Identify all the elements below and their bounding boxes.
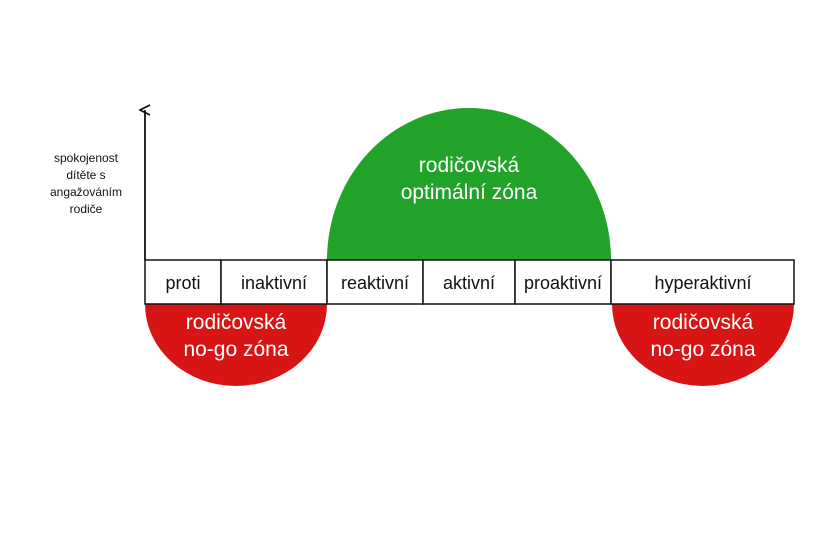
- scale-row: proti inaktivní reaktivní aktivní proakt…: [144, 259, 795, 305]
- scale-label: proti: [165, 273, 200, 293]
- y-axis-label-line: spokojenost: [53, 151, 119, 165]
- y-axis-label-line: dítěte s: [66, 168, 106, 182]
- optimal-zone-label-line2: optimální zóna: [401, 181, 538, 204]
- scale-label: reaktivní: [341, 273, 409, 293]
- nogo-right-label-line1: rodičovská: [653, 311, 754, 334]
- nogo-zone-left-shape: [145, 304, 327, 386]
- optimal-zone-label-line1: rodičovská: [419, 154, 520, 177]
- scale-label: inaktivní: [241, 273, 307, 293]
- scale-cell-hyperaktivni: [610, 259, 795, 305]
- scale-cell-proti: [144, 259, 222, 305]
- scale-label: aktivní: [443, 273, 495, 293]
- scale-label: proaktivní: [524, 273, 602, 293]
- y-axis-label-line: angažováním: [49, 185, 123, 199]
- y-axis-label-line: rodiče: [69, 202, 103, 216]
- scale-cell-inaktivni: [220, 259, 328, 305]
- scale-label: hyperaktivní: [654, 273, 751, 293]
- nogo-left-label-line1: rodičovská: [186, 311, 287, 334]
- scale-cell-aktivni: [422, 259, 516, 305]
- y-axis-label: spokojenost dítěte s angažováním rodiče: [40, 150, 132, 218]
- optimal-zone-shape: [327, 108, 611, 260]
- nogo-left-label-line2: no-go zóna: [183, 338, 288, 361]
- nogo-zone-right-shape: [612, 304, 794, 386]
- nogo-right-label-line2: no-go zóna: [650, 338, 755, 361]
